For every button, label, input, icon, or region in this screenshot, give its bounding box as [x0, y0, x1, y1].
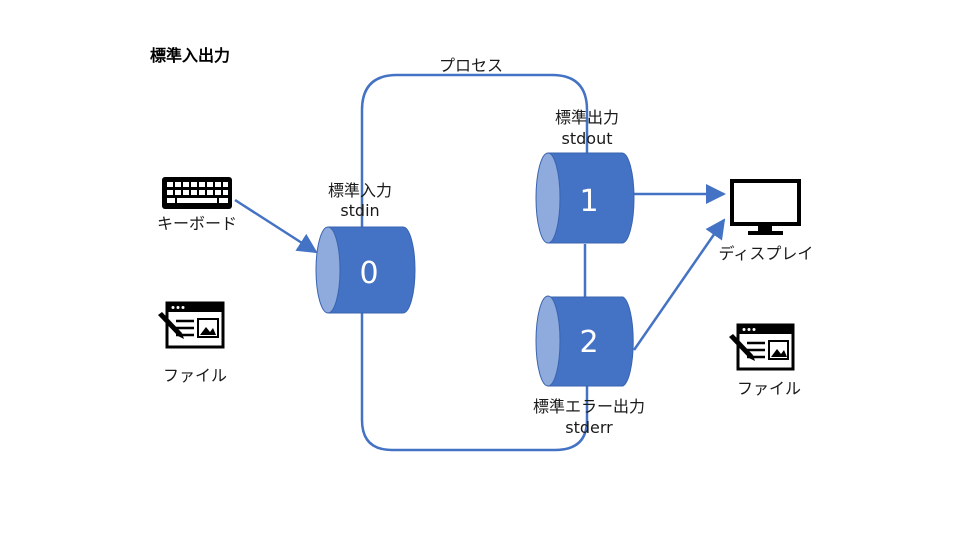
input-file-label: ファイル: [162, 366, 227, 385]
stdout-cylinder: 1: [535, 152, 635, 244]
stdin-label: 標準入力: [327, 181, 392, 200]
stderr-cylinder: 2: [535, 295, 634, 387]
stderr-name: stderr: [565, 418, 613, 437]
stderr-label: 標準エラー出力: [532, 397, 645, 416]
display-label: ディスプレイ: [718, 244, 814, 263]
process-boundary-top: [360, 73, 589, 227]
output-file-icon: [729, 323, 795, 371]
stdout-fd-number: 1: [579, 184, 598, 219]
keyboard-label: キーボード: [156, 214, 237, 233]
display-icon: [730, 179, 801, 235]
stdin-name: stdin: [340, 201, 380, 220]
stdin-cylinder: 0: [315, 226, 416, 314]
output-file-label: ファイル: [736, 379, 801, 398]
stdout-name: stdout: [561, 129, 613, 148]
input-file-icon: [158, 301, 225, 349]
keyboard-icon: [162, 177, 232, 209]
stderr-to-display-arrow: [632, 218, 726, 351]
process-label: プロセス: [438, 56, 503, 75]
keyboard-to-stdin-arrow: [234, 198, 318, 254]
stdin-fd-number: 0: [359, 256, 378, 291]
page-title: 標準入出力: [150, 46, 231, 65]
stderr-fd-number: 2: [579, 325, 598, 360]
process-boundary-bottom: [360, 313, 589, 452]
stdout-label: 標準出力: [554, 108, 619, 127]
